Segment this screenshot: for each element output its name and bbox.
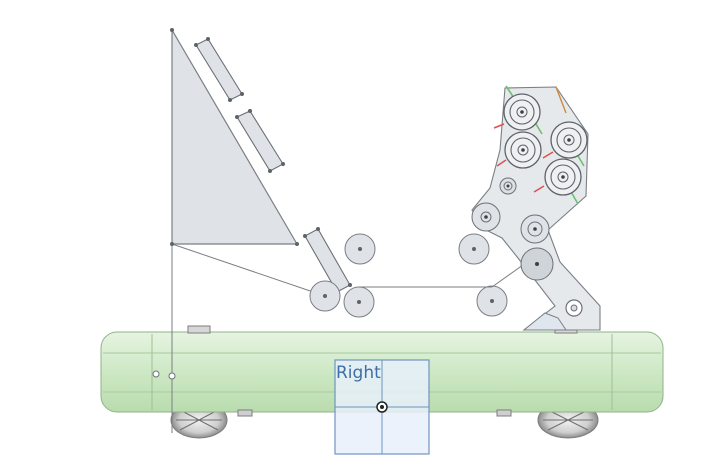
roller-center[interactable] xyxy=(343,286,375,318)
rail-segment-3[interactable] xyxy=(303,227,352,294)
belt-path[interactable] xyxy=(359,254,538,288)
idler-small[interactable] xyxy=(499,177,517,195)
idler-center[interactable] xyxy=(520,214,550,244)
ramp-sketch[interactable] xyxy=(152,27,326,433)
view-cube-face-label[interactable]: Right xyxy=(336,363,381,383)
pulley-top[interactable] xyxy=(503,93,541,131)
rail-segment-2[interactable] xyxy=(235,109,285,173)
roller-right-lower[interactable] xyxy=(476,285,508,317)
pulley-mid-left[interactable] xyxy=(504,131,542,169)
roller-left-upper[interactable] xyxy=(344,233,376,265)
idler-lower[interactable] xyxy=(520,247,554,281)
origin-target-icon xyxy=(376,401,388,413)
view-cube[interactable]: Right xyxy=(334,359,430,455)
pulley-mid-right[interactable] xyxy=(550,121,588,159)
mount-hole[interactable] xyxy=(565,299,583,317)
roller-left-lower[interactable] xyxy=(309,280,341,312)
rail-segment-1[interactable] xyxy=(194,37,244,102)
pulley-lower-right[interactable] xyxy=(544,158,582,196)
roller-right-upper[interactable] xyxy=(458,233,490,265)
idler-left[interactable] xyxy=(471,202,501,232)
